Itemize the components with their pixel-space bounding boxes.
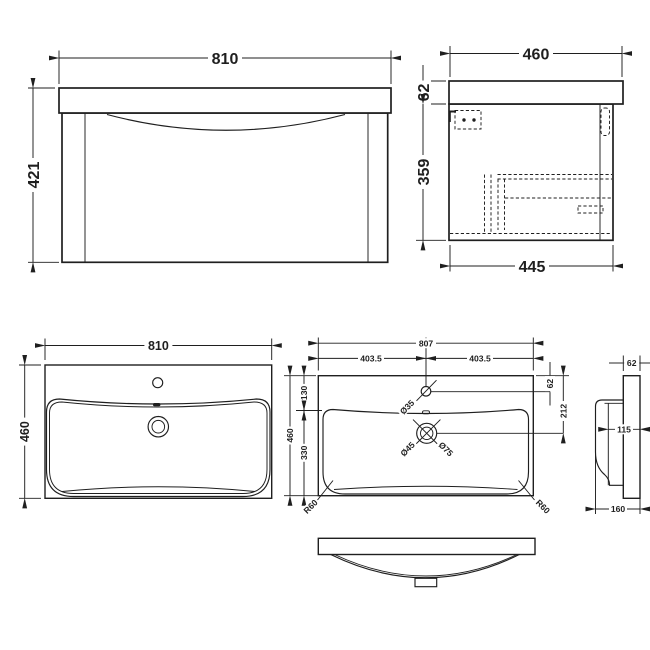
waste-outer bbox=[416, 422, 438, 444]
dim-profile-inner: 115 bbox=[615, 424, 633, 434]
svg-text:62: 62 bbox=[545, 379, 555, 389]
svg-text:130: 130 bbox=[299, 386, 309, 401]
svg-text:460: 460 bbox=[285, 428, 295, 443]
bowl-bottom-curve bbox=[333, 485, 518, 490]
dim-plan-depth: 460 bbox=[18, 417, 32, 446]
basin-profile-view: 62 115 160 bbox=[585, 355, 650, 514]
bowl-bottom-curve bbox=[61, 486, 256, 492]
basin-detail-view: 807 403.5 403.5 Ø35 Ø45 bbox=[284, 337, 569, 517]
svg-text:810: 810 bbox=[148, 339, 169, 353]
basin-front-view bbox=[317, 537, 536, 588]
svg-text:403.5: 403.5 bbox=[469, 353, 491, 363]
waste-inner bbox=[151, 419, 166, 434]
overflow-slot bbox=[153, 403, 161, 407]
bowl-outer-curve bbox=[330, 553, 520, 579]
overflow-slot bbox=[422, 410, 430, 415]
dim-basin-width: 807 bbox=[416, 338, 436, 348]
dim-side-worktop: 62 bbox=[415, 80, 433, 105]
cabinet-front-view: 810 421 bbox=[25, 50, 402, 273]
drawer-rail-hidden bbox=[600, 107, 610, 136]
svg-text:445: 445 bbox=[519, 259, 546, 276]
dim-detail-depth: 460 bbox=[285, 426, 295, 445]
wall-bracket-hidden bbox=[454, 110, 482, 130]
dim-waste-offset: 212 bbox=[558, 401, 568, 421]
svg-text:460: 460 bbox=[18, 421, 32, 442]
dim-basin-half-left: 403.5 bbox=[358, 353, 384, 363]
waste-outer bbox=[147, 415, 170, 438]
svg-text:807: 807 bbox=[419, 338, 434, 348]
waste-outlet bbox=[414, 577, 438, 588]
basin-curve-line bbox=[106, 113, 346, 131]
svg-text:62: 62 bbox=[416, 84, 433, 102]
drawer-handle-hidden bbox=[577, 205, 604, 214]
dim-rim-depth: 130 bbox=[299, 383, 309, 402]
dim-side-cab-depth: 445 bbox=[515, 258, 549, 276]
dim-front-height: 421 bbox=[25, 158, 43, 192]
tap-hole bbox=[152, 377, 164, 389]
svg-text:403.5: 403.5 bbox=[360, 353, 382, 363]
dim-bowl-depth: 330 bbox=[299, 443, 309, 462]
svg-text:115: 115 bbox=[617, 424, 631, 434]
dim-profile-depth: 160 bbox=[609, 504, 627, 514]
dim-front-width: 810 bbox=[208, 50, 242, 68]
svg-text:810: 810 bbox=[212, 51, 239, 68]
cabinet-side-view: 460 62 359 445 bbox=[415, 45, 633, 276]
dim-side-depth: 460 bbox=[519, 45, 553, 63]
svg-text:160: 160 bbox=[611, 504, 626, 514]
dim-tap-offset: 62 bbox=[545, 376, 555, 392]
svg-text:421: 421 bbox=[26, 162, 43, 189]
svg-text:359: 359 bbox=[416, 159, 433, 186]
bowl-inner-curve bbox=[334, 554, 518, 577]
basin-plan-view: 810 460 bbox=[18, 338, 282, 509]
hanger-bracket bbox=[448, 110, 456, 122]
svg-text:212: 212 bbox=[558, 404, 568, 419]
dim-profile-rim: 62 bbox=[624, 358, 640, 368]
svg-text:62: 62 bbox=[627, 358, 637, 368]
svg-text:460: 460 bbox=[523, 46, 550, 63]
waste-inner bbox=[420, 426, 434, 440]
dim-basin-half-right: 403.5 bbox=[467, 353, 493, 363]
svg-text:330: 330 bbox=[299, 445, 309, 460]
dim-side-height: 359 bbox=[415, 155, 433, 189]
dim-plan-width: 810 bbox=[144, 339, 173, 353]
